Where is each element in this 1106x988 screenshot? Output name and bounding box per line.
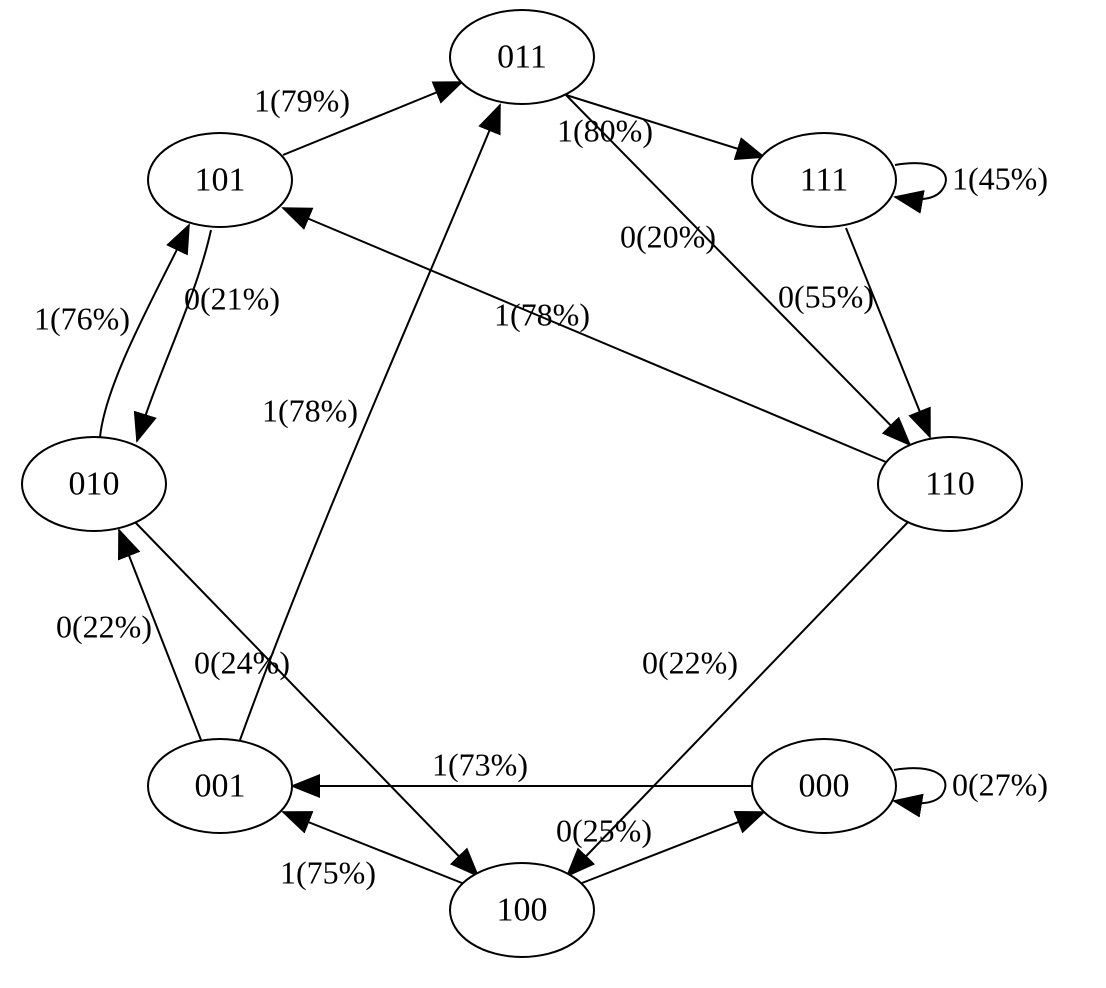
state-node-000: 000	[751, 738, 897, 834]
edge-011-to-111	[565, 94, 766, 161]
edge-010-to-101	[99, 223, 190, 438]
state-node-ellipse	[147, 738, 293, 834]
edge-111-to-110	[845, 227, 931, 439]
edge-011-to-110	[565, 94, 912, 447]
edge-label-001-to-011: 1(78%)	[262, 392, 358, 428]
edge-110-to-100	[565, 520, 910, 878]
state-node-101: 101	[147, 132, 293, 228]
state-node-ellipse	[449, 9, 595, 105]
edge-label-111-to-111: 1(45%)	[952, 160, 1048, 196]
edge-100-to-001	[281, 811, 463, 884]
state-node-100: 100	[449, 862, 595, 958]
state-node-label: 101	[195, 162, 246, 199]
state-node-label: 110	[925, 466, 975, 503]
edge-label-110-to-101: 1(78%)	[494, 296, 590, 332]
edge-label-011-to-110: 0(20%)	[620, 218, 716, 254]
edge-101-to-011	[282, 81, 464, 156]
state-node-ellipse	[751, 738, 897, 834]
edge-label-111-to-110: 0(55%)	[778, 278, 874, 314]
edge-010-to-100	[133, 520, 480, 878]
state-node-label: 111	[800, 162, 848, 199]
state-node-label: 011	[497, 39, 547, 76]
edge-101-to-010	[133, 229, 212, 443]
edge-label-011-to-111: 1(80%)	[557, 112, 653, 148]
edge-label-100-to-001: 1(75%)	[280, 854, 376, 890]
state-node-label: 100	[497, 892, 548, 929]
edge-100-to-000	[581, 810, 766, 884]
state-node-111: 111	[751, 132, 897, 228]
state-node-ellipse	[751, 132, 897, 228]
edge-label-110-to-100: 0(22%)	[642, 644, 738, 680]
edge-label-100-to-000: 0(25%)	[556, 812, 652, 848]
state-node-ellipse	[21, 436, 167, 532]
edge-label-001-to-010: 0(22%)	[56, 608, 152, 644]
state-node-label: 010	[69, 466, 120, 503]
edge-label-010-to-100: 0(24%)	[194, 644, 290, 680]
edge-label-000-to-000: 0(27%)	[952, 766, 1048, 802]
state-node-ellipse	[449, 862, 595, 958]
state-node-ellipse	[147, 132, 293, 228]
edge-000-to-000	[892, 767, 947, 818]
edge-001-to-011	[239, 103, 501, 741]
edge-label-000-to-001: 1(73%)	[432, 746, 528, 782]
state-node-011: 011	[449, 9, 595, 105]
state-node-110: 110	[877, 436, 1023, 532]
edge-label-101-to-011: 1(79%)	[254, 82, 350, 118]
edge-110-to-101	[281, 207, 887, 463]
state-node-ellipse	[877, 436, 1023, 532]
edge-label-101-to-010: 0(21%)	[184, 280, 280, 316]
edge-label-010-to-101: 1(76%)	[34, 300, 130, 336]
state-node-label: 000	[799, 768, 850, 805]
edge-001-to-010	[118, 528, 202, 741]
state-node-label: 001	[195, 768, 246, 805]
state-node-001: 001	[147, 738, 293, 834]
state-node-010: 010	[21, 436, 167, 532]
edge-111-to-111	[893, 162, 947, 214]
